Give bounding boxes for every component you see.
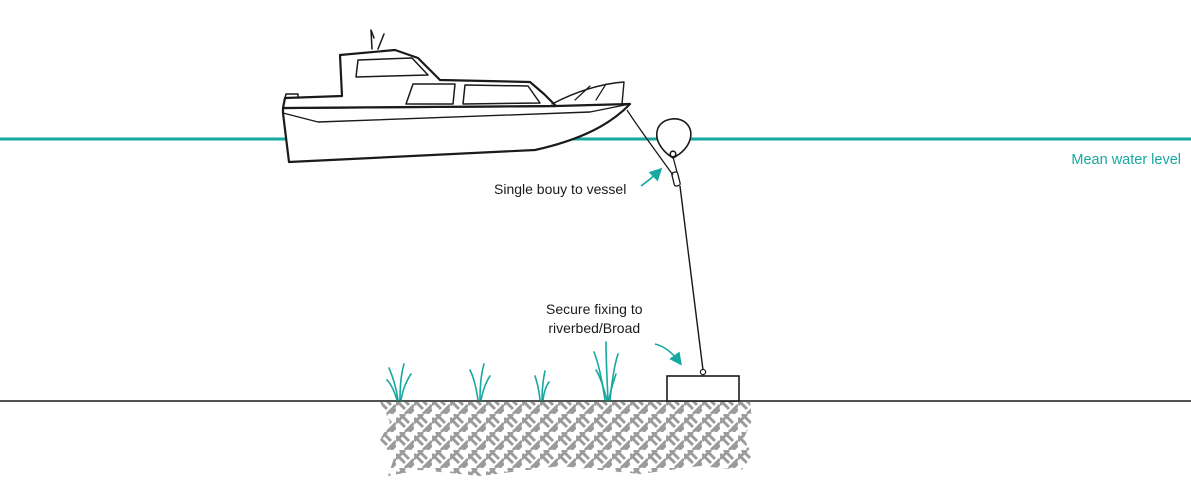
reed-icon	[593, 341, 619, 401]
motor-cruiser-icon	[281, 29, 632, 164]
riverbed-block-icon	[666, 375, 740, 402]
fixing-label-line-1: Secure fixing to	[546, 301, 643, 317]
block-shackle	[699, 368, 707, 376]
mooring-rope	[679, 185, 704, 371]
riverbed-ground	[380, 402, 752, 476]
buoy-label: Single bouy to vessel	[494, 181, 627, 197]
water-level-label: Mean water level	[1071, 152, 1181, 168]
fixing-callout-arrow	[654, 343, 682, 366]
buoy-callout-arrow	[640, 167, 663, 187]
reed-icon	[386, 363, 412, 401]
fixing-label: Secure fixing to riverbed/Broad	[546, 300, 643, 338]
fixing-label-line-2: riverbed/Broad	[548, 320, 641, 336]
mooring-buoy-icon	[656, 118, 692, 187]
reed-icon	[469, 363, 491, 401]
bow-line	[626, 109, 674, 176]
reed-icon	[534, 370, 550, 401]
